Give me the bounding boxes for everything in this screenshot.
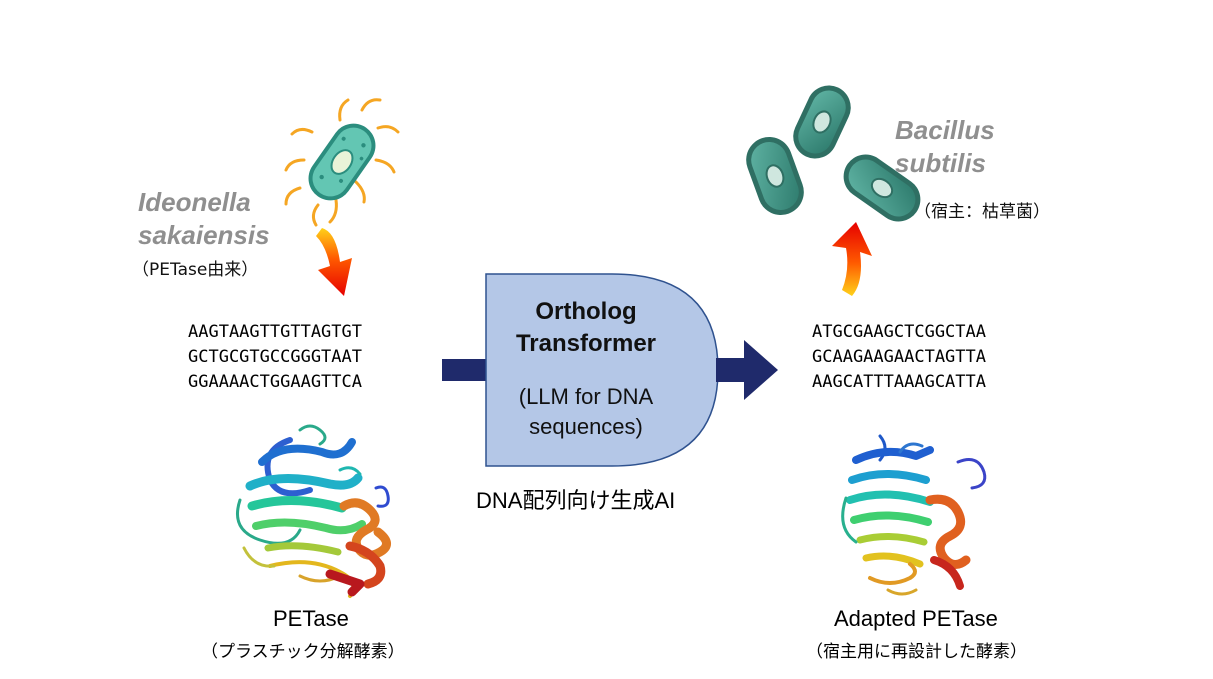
target-protein-label: Adapted PETase bbox=[834, 606, 998, 631]
model-title-line2: Transformer bbox=[515, 330, 657, 358]
model-title-line1: Ortholog bbox=[535, 298, 637, 325]
target-species-line2: subtilis bbox=[895, 147, 987, 178]
source-species-line2: sakaiensis bbox=[138, 219, 270, 250]
input-arrow-shaft bbox=[442, 359, 490, 381]
target-sequence-line: ATGCGAAGCTCGGCTAA bbox=[812, 322, 986, 342]
target-protein-note: （宿主用に再設計した酵素） bbox=[806, 642, 1027, 662]
output-arrow-icon bbox=[716, 340, 778, 400]
target-species-line1: Bacillus bbox=[895, 115, 995, 145]
petase-protein-structure-icon bbox=[236, 424, 391, 598]
target-sequence-line: AAGCATTTAAAGCATTA bbox=[812, 372, 986, 392]
source-origin-note: （PETase由来） bbox=[132, 260, 259, 280]
source-sequence-line: GCTGCGTGCCGGGTAAT bbox=[188, 347, 362, 367]
model-subtitle-line1: (LLM for DNA bbox=[518, 384, 654, 409]
bacillus-cells-icon bbox=[746, 85, 921, 222]
target-sequence-line: GCAAGAAGAACTAGTTA bbox=[812, 347, 986, 367]
ideonella-bacterium-icon bbox=[284, 98, 400, 227]
source-sequence-line: GGAAAACTGGAAGTTCA bbox=[188, 372, 362, 392]
target-host-note: （宿主：枯草菌） bbox=[914, 202, 1050, 222]
source-protein-label: PETase bbox=[273, 606, 349, 631]
target-dna-sequence: ATGCGAAGCTCGGCTAA GCAAGAAGAACTAGTTA AAGC… bbox=[812, 320, 986, 395]
red-arrow-down-icon bbox=[316, 228, 352, 296]
source-protein-note: （プラスチック分解酵素） bbox=[201, 642, 405, 662]
model-caption: DNA配列向け生成AI bbox=[476, 488, 676, 513]
target-species-name: Bacillus subtilis bbox=[895, 114, 995, 179]
red-arrow-up-icon bbox=[832, 222, 872, 296]
model-subtitle-line2: sequences) bbox=[529, 413, 643, 439]
source-sequence-line: AAGTAAGTTGTTAGTGT bbox=[188, 322, 362, 342]
source-dna-sequence: AAGTAAGTTGTTAGTGT GCTGCGTGCCGGGTAAT GGAA… bbox=[188, 320, 362, 395]
source-species-line1: Ideonella bbox=[138, 187, 251, 217]
adapted-petase-protein-structure-icon bbox=[841, 434, 987, 596]
model-title: Ortholog Transformer bbox=[488, 296, 684, 361]
model-subtitle: (LLM for DNA sequences) bbox=[488, 382, 684, 441]
source-species-name: Ideonella sakaiensis bbox=[138, 186, 270, 251]
